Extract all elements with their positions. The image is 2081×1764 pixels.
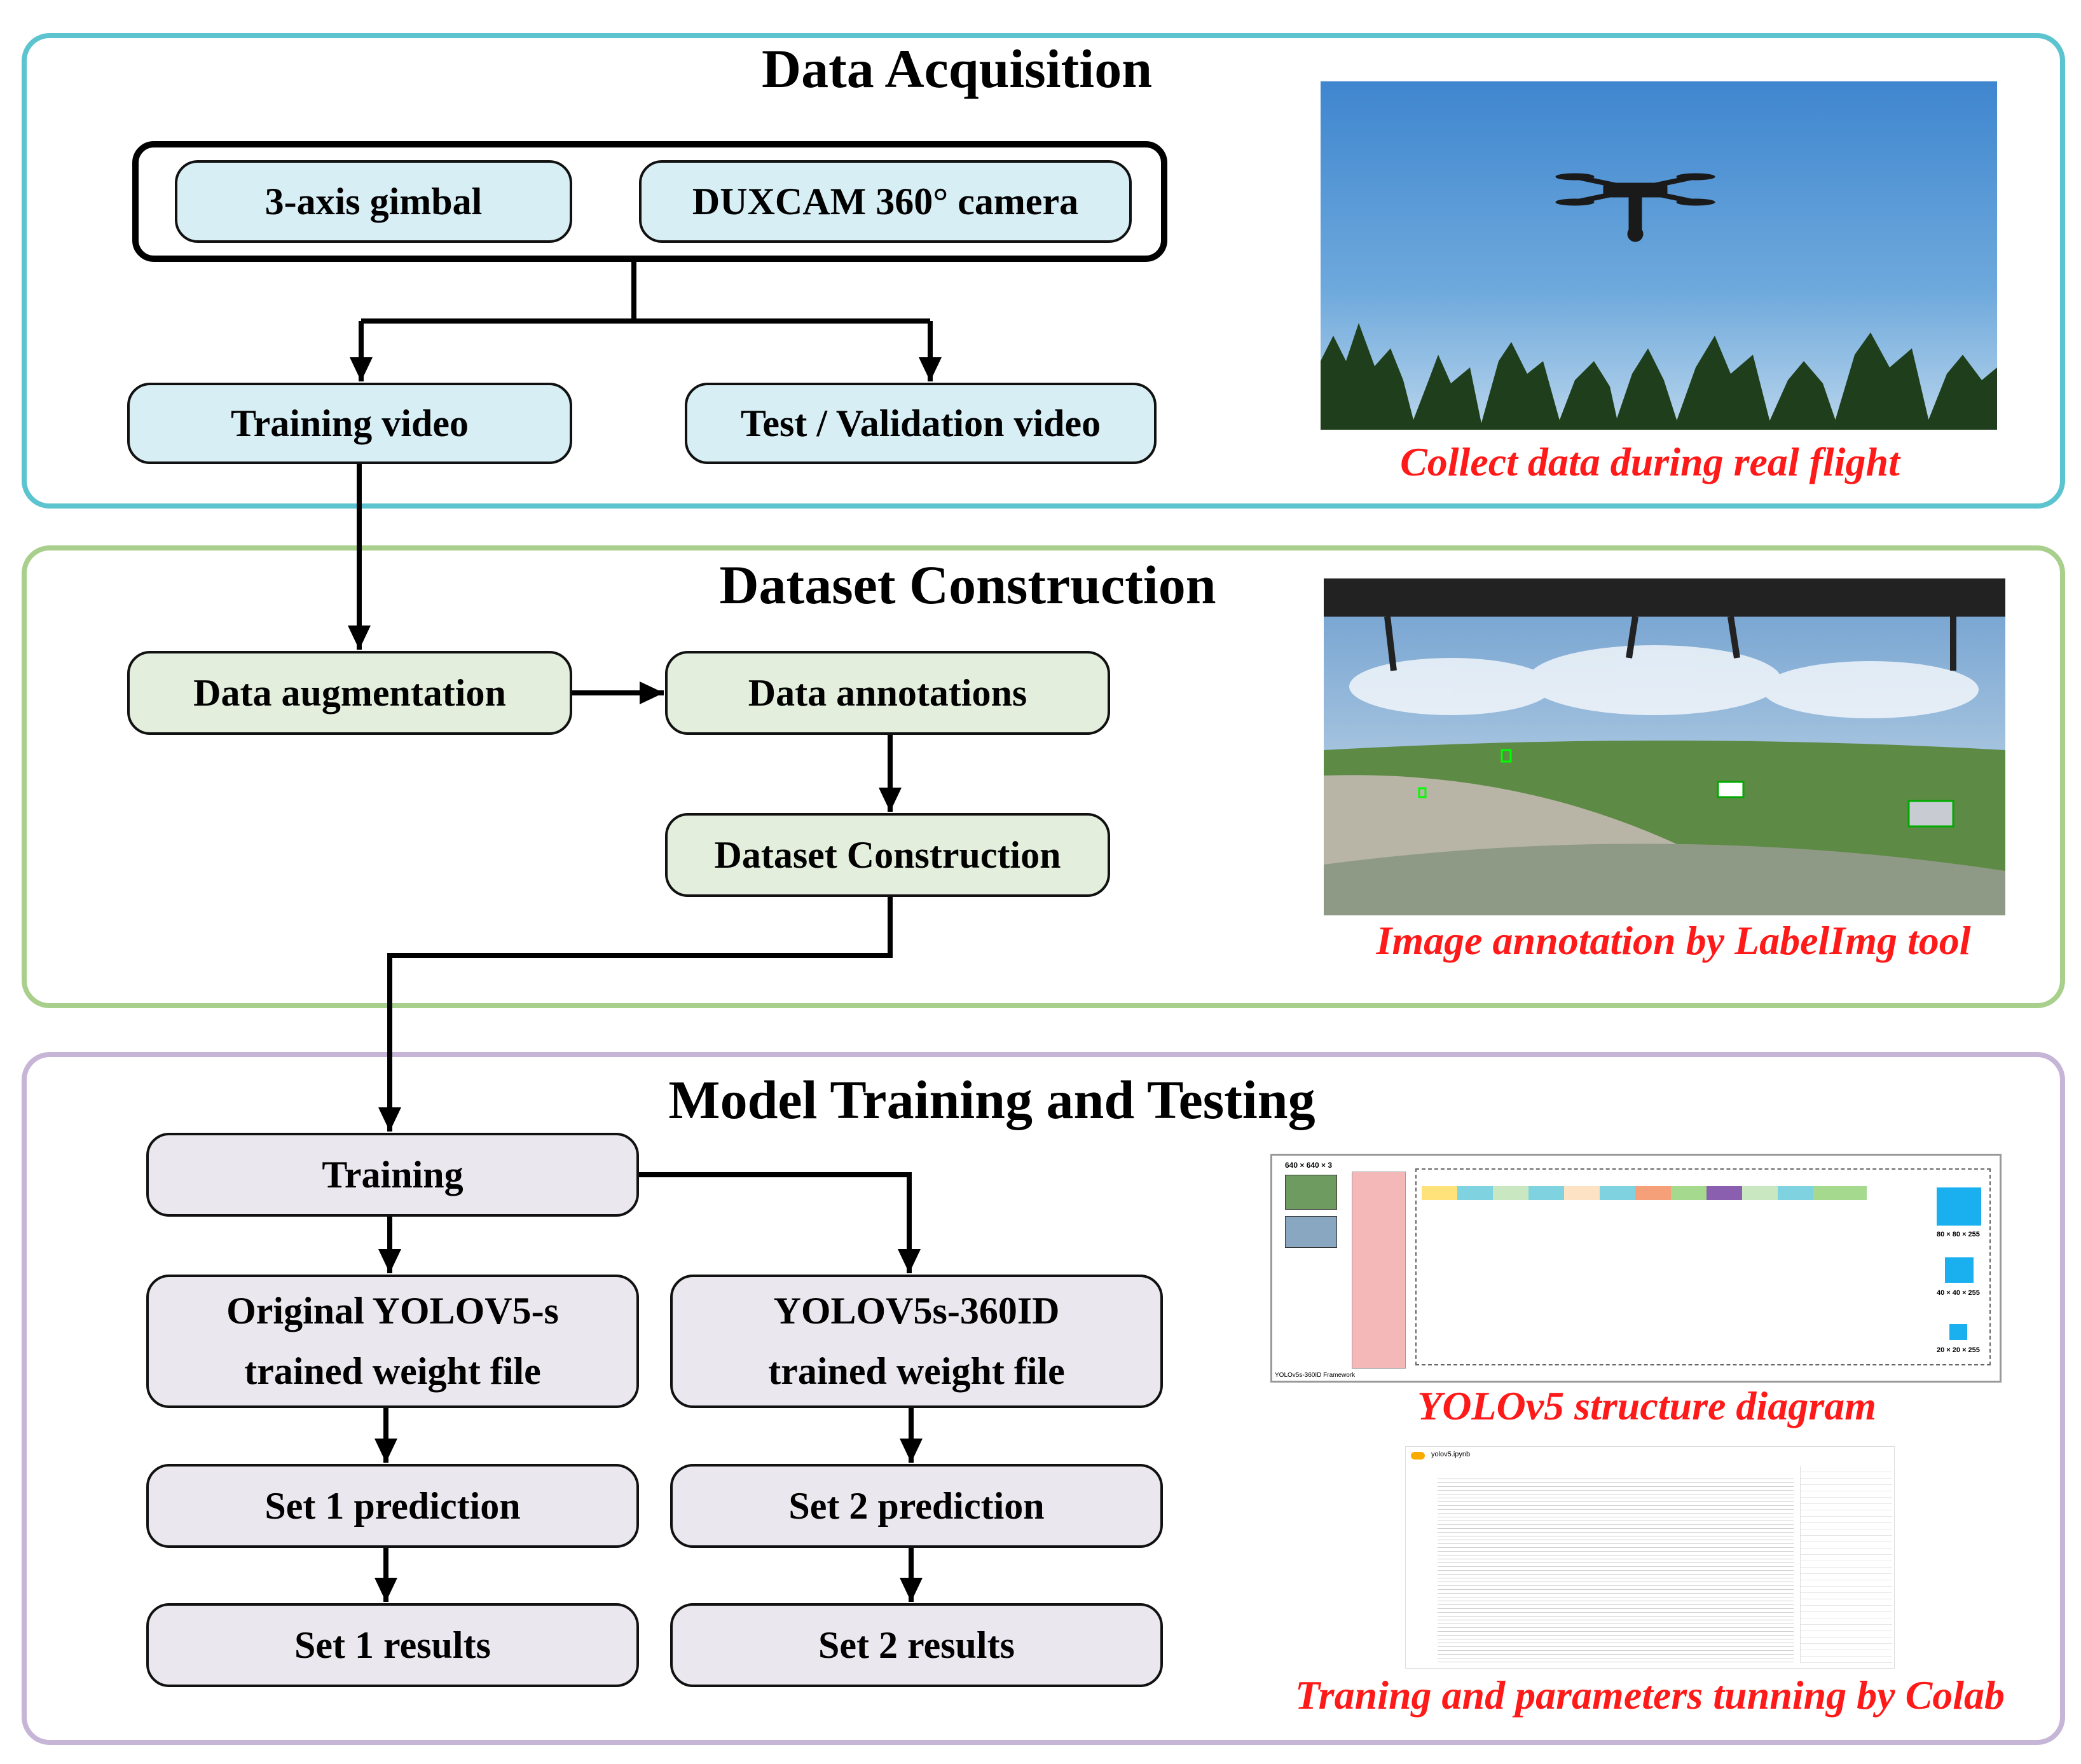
set1-prediction-label: Set 1 prediction: [264, 1484, 521, 1527]
test-video-box: Test / Validation video: [685, 383, 1157, 464]
colab-resources-panel: [1800, 1466, 1892, 1663]
structure-output-cube-1: [1937, 1187, 1981, 1226]
data-acquisition-panel: [22, 33, 2065, 509]
set2-prediction-box: Set 2 prediction: [670, 1464, 1163, 1548]
model-training-panel: [22, 1052, 2065, 1745]
colab-logo-icon: [1411, 1452, 1425, 1460]
set1-results-label: Set 1 results: [294, 1624, 491, 1666]
colab-screenshot-thumbnail: yolov5.ipynb: [1405, 1446, 1895, 1669]
structure-caption: YOLOv5 structure diagram: [1417, 1383, 1876, 1428]
set1-prediction-box: Set 1 prediction: [146, 1464, 639, 1548]
camera-box: DUXCAM 360° camera: [639, 160, 1132, 243]
custom-weights-line1: YOLOV5s-360ID: [773, 1290, 1060, 1332]
set2-prediction-label: Set 2 prediction: [788, 1484, 1045, 1527]
structure-output-cube-3: [1949, 1324, 1967, 1340]
data-augmentation-box: Data augmentation: [127, 651, 572, 735]
structure-backbone-row: [1422, 1186, 1867, 1200]
training-box: Training: [146, 1133, 639, 1217]
colab-output-area: [1438, 1475, 1794, 1663]
dataset-construction-box: Dataset Construction: [665, 813, 1110, 897]
colab-file-name: yolov5.ipynb: [1431, 1451, 1471, 1458]
custom-weights-line2: trained weight file: [768, 1350, 1065, 1392]
model-training-title: Model Training and Testing: [668, 1069, 1315, 1130]
flight-caption: Collect data during real flight: [1400, 439, 1900, 484]
data-annotations-box: Data annotations: [665, 651, 1110, 735]
structure-output-label-2: 40 × 40 × 255: [1937, 1289, 1980, 1297]
original-weights-box: Original YOLOV5-s trained weight file: [146, 1275, 639, 1408]
dataset-construction-panel: [22, 545, 2065, 1008]
drone-flight-photo: [1321, 81, 1997, 430]
gimbal-label: 3-axis gimbal: [264, 180, 483, 222]
original-weights-line1: Original YOLOV5-s: [226, 1290, 559, 1332]
structure-framework-label: YOLOv5s-360ID Framework: [1275, 1372, 1356, 1379]
structure-input-image-1: [1285, 1175, 1337, 1210]
training-label: Training: [322, 1153, 464, 1196]
structure-input-size: 640 × 640 × 3: [1285, 1161, 1333, 1170]
dataset-construction-label: Dataset Construction: [714, 833, 1061, 876]
set2-results-label: Set 2 results: [818, 1624, 1015, 1666]
arrow-dataset-to-training: [378, 897, 893, 1132]
training-video-box: Training video: [127, 383, 572, 464]
gimbal-box: 3-axis gimbal: [175, 160, 572, 243]
structure-input-image-2: [1285, 1216, 1337, 1248]
yolov5-structure-thumbnail: 640 × 640 × 3 80 × 80 × 255 40 × 40 × 25…: [1270, 1154, 2002, 1383]
structure-output-label-1: 80 × 80 × 255: [1937, 1231, 1980, 1238]
data-augmentation-label: Data augmentation: [193, 671, 506, 714]
set2-results-box: Set 2 results: [670, 1603, 1163, 1687]
custom-weights-box: YOLOV5s-360ID trained weight file: [670, 1275, 1163, 1408]
camera-label: DUXCAM 360° camera: [692, 180, 1079, 222]
set1-results-box: Set 1 results: [146, 1603, 639, 1687]
structure-output-cube-2: [1945, 1257, 1974, 1283]
test-video-label: Test / Validation video: [740, 402, 1101, 444]
panorama-annotation-photo: [1324, 578, 2005, 915]
data-annotations-label: Data annotations: [748, 671, 1027, 714]
data-acquisition-title: Data Acquisition: [761, 38, 1153, 99]
training-video-label: Training video: [231, 402, 469, 444]
dataset-construction-title: Dataset Construction: [719, 554, 1216, 615]
annotation-caption: Image annotation by LabelImg tool: [1376, 918, 1971, 963]
colab-caption: Traning and parameters tunning by Colab: [1295, 1672, 2005, 1718]
structure-output-label-3: 20 × 20 × 255: [1937, 1346, 1980, 1354]
structure-clustering-block: [1352, 1172, 1406, 1369]
structure-backbone-frame: [1415, 1168, 1991, 1365]
arrow-to-custom-weights: [639, 1172, 921, 1273]
original-weights-line2: trained weight file: [244, 1350, 541, 1392]
